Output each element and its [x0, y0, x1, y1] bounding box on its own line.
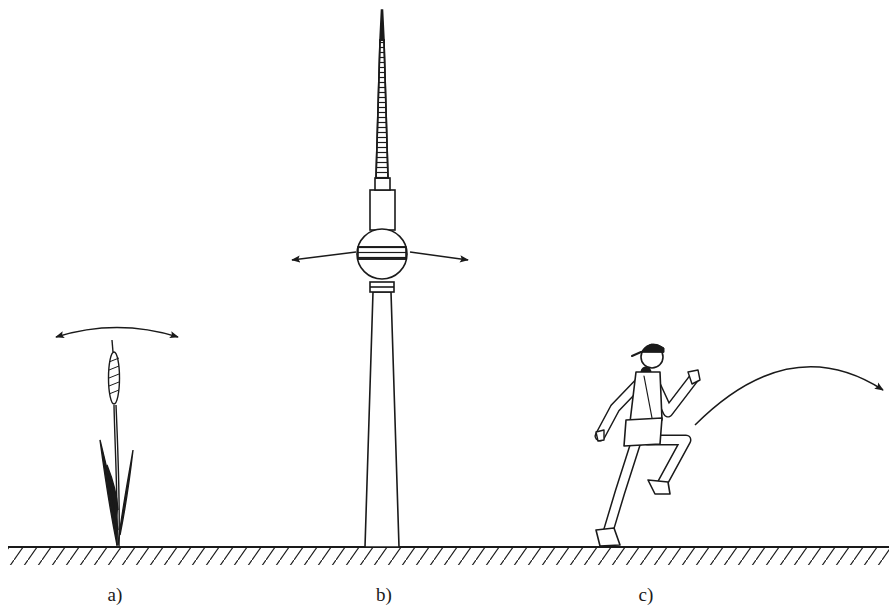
tv-tower: [357, 10, 407, 547]
wheat-stalk: [100, 340, 133, 547]
sway-arrow: [56, 328, 178, 338]
sway-arrow: [292, 252, 356, 260]
panel-label: b): [376, 585, 392, 604]
ground: [8, 547, 889, 565]
panel-label: c): [639, 585, 654, 604]
jump-arrow: [695, 367, 883, 425]
panel-label: a): [108, 585, 123, 604]
sway-arrow: [410, 252, 468, 260]
runner: [596, 344, 700, 546]
